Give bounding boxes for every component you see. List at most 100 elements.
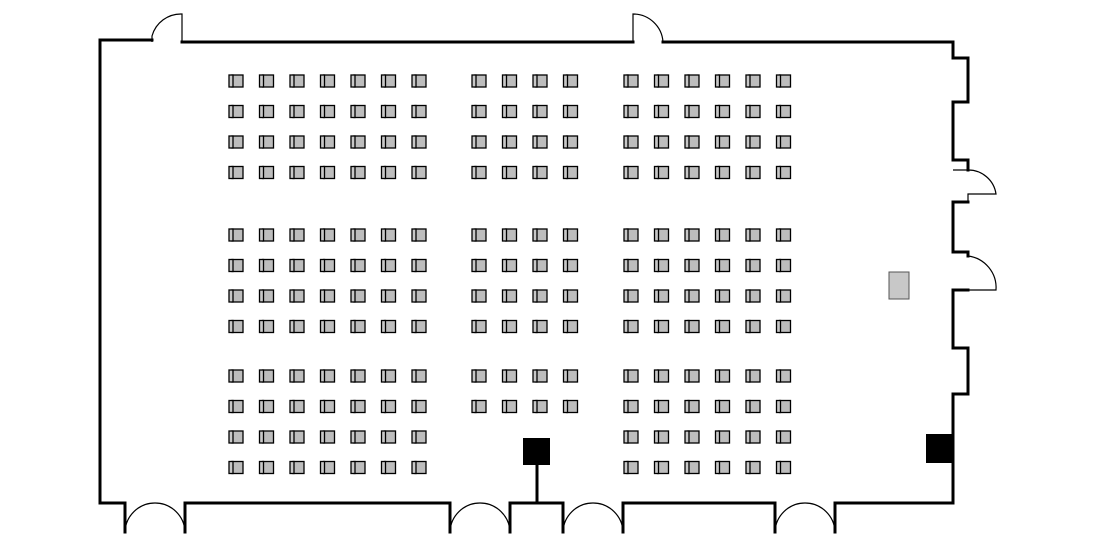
chair[interactable] (775, 104, 792, 119)
chair[interactable] (684, 399, 700, 414)
chair[interactable] (228, 165, 244, 180)
chair[interactable] (289, 460, 305, 475)
chair[interactable] (532, 319, 548, 334)
chair[interactable] (684, 135, 700, 149)
chair[interactable] (775, 228, 792, 242)
chair[interactable] (228, 228, 244, 242)
chair[interactable] (562, 289, 579, 303)
chair[interactable] (714, 165, 731, 180)
chair[interactable] (653, 258, 670, 273)
chair[interactable] (471, 289, 487, 303)
chair[interactable] (623, 369, 639, 383)
chair[interactable] (653, 165, 670, 180)
chair[interactable] (289, 369, 305, 383)
chair[interactable] (258, 289, 275, 303)
chair[interactable] (319, 135, 336, 149)
chair[interactable] (684, 430, 700, 444)
chair[interactable] (532, 258, 548, 273)
chair[interactable] (775, 319, 792, 334)
chair[interactable] (714, 460, 731, 475)
chair[interactable] (714, 319, 731, 334)
chair[interactable] (411, 258, 427, 273)
chair[interactable] (745, 165, 761, 180)
chair[interactable] (319, 319, 336, 334)
chair[interactable] (319, 430, 336, 444)
chair[interactable] (350, 104, 366, 119)
chair[interactable] (228, 135, 244, 149)
chair[interactable] (653, 460, 670, 475)
chair[interactable] (714, 104, 731, 119)
chair[interactable] (745, 430, 761, 444)
chair[interactable] (684, 258, 700, 273)
chair[interactable] (684, 369, 700, 383)
chair[interactable] (501, 319, 518, 334)
chair[interactable] (289, 319, 305, 334)
chair[interactable] (350, 228, 366, 242)
chair[interactable] (775, 258, 792, 273)
chair[interactable] (714, 258, 731, 273)
chair[interactable] (228, 399, 244, 414)
chair[interactable] (380, 74, 397, 88)
chair[interactable] (228, 369, 244, 383)
chair[interactable] (653, 399, 670, 414)
chair[interactable] (623, 165, 639, 180)
chair[interactable] (258, 104, 275, 119)
chair[interactable] (775, 165, 792, 180)
chair[interactable] (653, 369, 670, 383)
chair[interactable] (623, 460, 639, 475)
chair[interactable] (501, 289, 518, 303)
chair[interactable] (380, 399, 397, 414)
chair[interactable] (562, 258, 579, 273)
door-bottom-1[interactable] (124, 502, 186, 533)
chair[interactable] (350, 460, 366, 475)
chair[interactable] (623, 399, 639, 414)
chair[interactable] (258, 135, 275, 149)
chair[interactable] (350, 165, 366, 180)
chair[interactable] (623, 319, 639, 334)
chair[interactable] (228, 74, 244, 88)
chair[interactable] (714, 228, 731, 242)
door-top-left[interactable] (151, 13, 183, 42)
chair[interactable] (411, 460, 427, 475)
chair[interactable] (380, 319, 397, 334)
chair[interactable] (532, 369, 548, 383)
chair[interactable] (258, 460, 275, 475)
chair[interactable] (228, 258, 244, 273)
chair[interactable] (745, 369, 761, 383)
chair[interactable] (380, 369, 397, 383)
chair[interactable] (623, 258, 639, 273)
chair[interactable] (714, 369, 731, 383)
chair[interactable] (380, 430, 397, 444)
chair[interactable] (684, 74, 700, 88)
chair[interactable] (714, 74, 731, 88)
chair[interactable] (258, 319, 275, 334)
chair[interactable] (289, 399, 305, 414)
chair[interactable] (319, 74, 336, 88)
chair[interactable] (411, 228, 427, 242)
chair[interactable] (258, 165, 275, 180)
chair[interactable] (684, 228, 700, 242)
chair[interactable] (684, 289, 700, 303)
chair[interactable] (289, 135, 305, 149)
chair[interactable] (380, 258, 397, 273)
chair[interactable] (258, 228, 275, 242)
chair[interactable] (532, 399, 548, 414)
chair[interactable] (501, 135, 518, 149)
door-bottom-4[interactable] (774, 502, 836, 533)
chair[interactable] (411, 74, 427, 88)
chair[interactable] (471, 165, 487, 180)
chair[interactable] (745, 228, 761, 242)
chair[interactable] (623, 289, 639, 303)
chair[interactable] (653, 135, 670, 149)
chair[interactable] (775, 74, 792, 88)
chair[interactable] (471, 104, 487, 119)
chair[interactable] (350, 135, 366, 149)
chair[interactable] (562, 74, 579, 88)
chair[interactable] (501, 369, 518, 383)
chair[interactable] (258, 258, 275, 273)
chair[interactable] (562, 319, 579, 334)
chair[interactable] (745, 319, 761, 334)
chair[interactable] (562, 135, 579, 149)
chair[interactable] (775, 399, 792, 414)
chair[interactable] (745, 399, 761, 414)
